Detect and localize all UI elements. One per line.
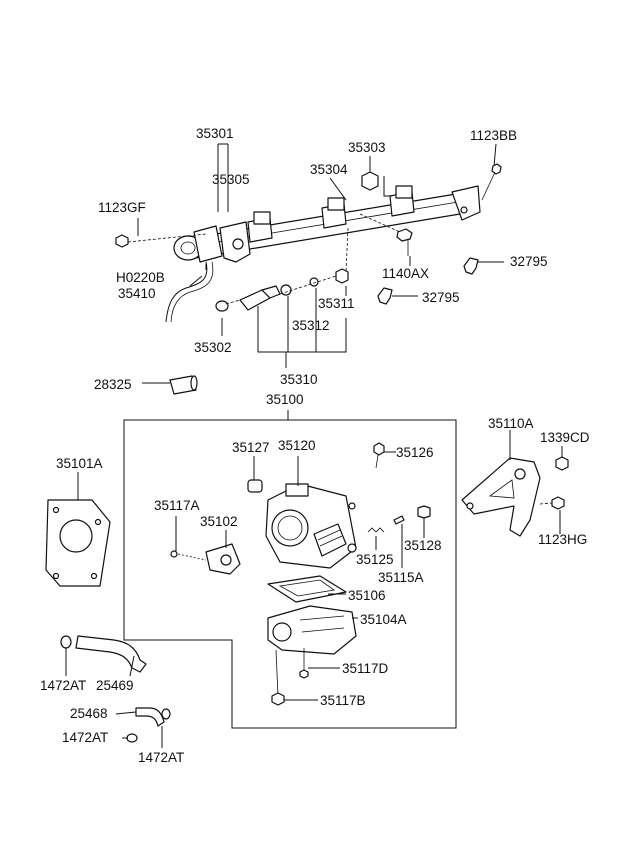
label-28325: 28325	[94, 377, 132, 392]
label-35311: 35311	[318, 296, 355, 311]
label-1339CD: 1339CD	[540, 430, 590, 445]
label-35301: 35301	[196, 126, 234, 141]
bolt-1123HG	[539, 496, 565, 510]
label-25468: 25468	[70, 706, 108, 721]
hose-25469	[60, 635, 147, 673]
label-1123BB: 1123BB	[470, 128, 517, 143]
screw-35126	[373, 442, 385, 469]
part-28325	[169, 375, 198, 395]
leader-lines	[65, 143, 563, 748]
label-35304: 35304	[310, 162, 348, 177]
label-35128: 35128	[404, 538, 442, 553]
label-35127: 35127	[232, 440, 270, 455]
label-35102: 35102	[200, 514, 238, 529]
label-35100: 35100	[266, 392, 304, 407]
label-25469: 25469	[96, 678, 134, 693]
label-35305: 35305	[212, 172, 250, 187]
label-1123GF: 1123GF	[98, 200, 146, 215]
label-1472AT-c: 1472AT	[138, 750, 184, 765]
label-1123HG: 1123HG	[538, 532, 587, 547]
gasket-35106	[267, 575, 347, 603]
part-labels: 35301 35305 35303 35304 1123BB 1123GF H0…	[40, 126, 590, 765]
label-35120: 35120	[278, 438, 316, 453]
fuel-rail-assembly	[115, 163, 502, 323]
label-1472AT-b: 1472AT	[62, 730, 108, 745]
label-35117D: 35117D	[342, 661, 389, 676]
label-35115A: 35115A	[378, 570, 424, 585]
label-35410: 35410	[118, 286, 156, 301]
label-32795-a: 32795	[510, 254, 548, 269]
label-1472AT-a: 1472AT	[40, 678, 86, 693]
nut-1339CD	[555, 456, 569, 471]
label-1140AX: 1140AX	[382, 266, 429, 281]
bracket-35110A	[461, 457, 541, 537]
label-35312: 35312	[292, 318, 330, 333]
label-35310: 35310	[280, 372, 318, 387]
hose-25468	[126, 707, 171, 743]
label-35117A: 35117A	[154, 498, 200, 513]
label-35117B: 35117B	[320, 693, 366, 708]
label-35106: 35106	[348, 588, 386, 603]
sensor-35102	[170, 543, 241, 575]
label-35110A: 35110A	[488, 416, 534, 431]
label-35126: 35126	[396, 445, 434, 460]
spacer-35104A	[267, 605, 357, 655]
screws-35117	[271, 648, 309, 706]
label-35302: 35302	[194, 340, 232, 355]
plug-35127	[247, 479, 263, 493]
label-H0220B: H0220B	[116, 270, 165, 285]
label-32795-b: 32795	[422, 290, 460, 305]
label-35303: 35303	[348, 140, 386, 155]
label-35125: 35125	[356, 552, 394, 567]
label-35104A: 35104A	[360, 612, 407, 627]
gasket-35101A	[45, 499, 111, 587]
label-35101A: 35101A	[56, 456, 103, 471]
throttle-body-35120	[265, 483, 357, 569]
assembly-box	[123, 410, 457, 729]
small-parts	[367, 505, 431, 533]
